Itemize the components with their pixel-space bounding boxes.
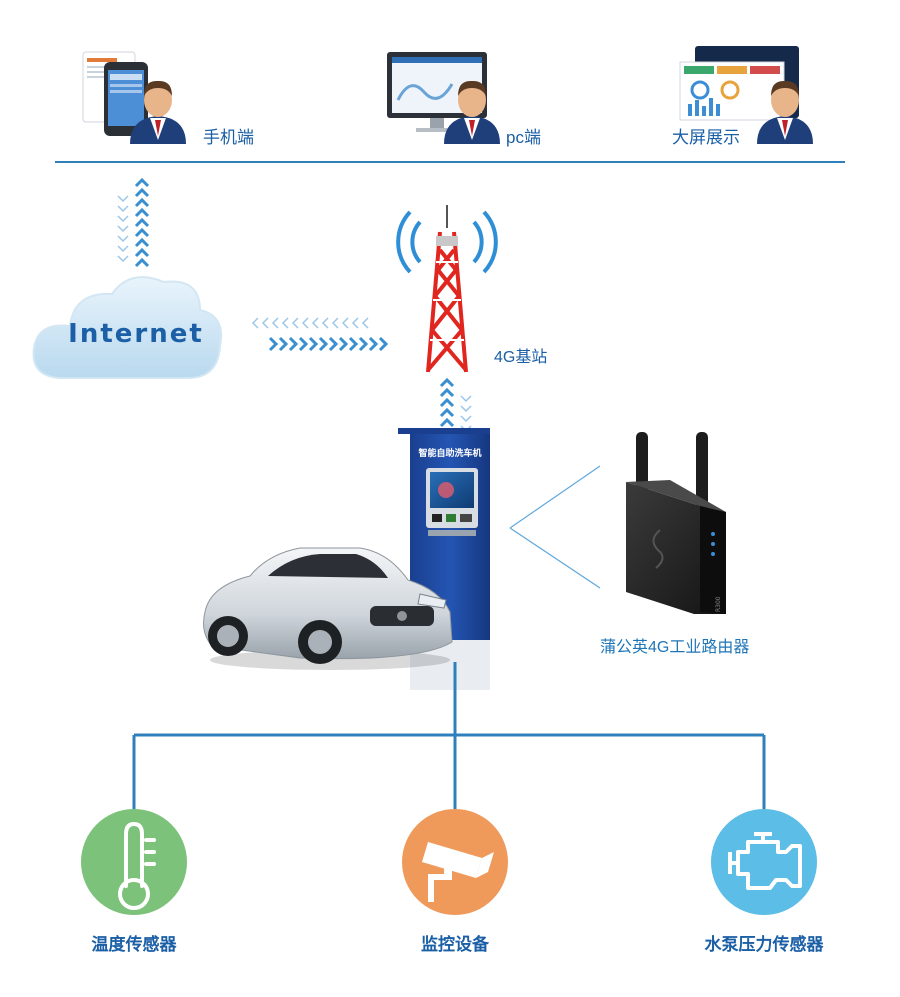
sensor-label-pump: 水泵压力传感器 xyxy=(705,934,825,955)
kiosk-sign: 智能自助洗车机 xyxy=(418,447,481,459)
engine-pump-icon xyxy=(728,832,802,890)
internet-label: Internet xyxy=(68,319,204,349)
thermometer-icon xyxy=(118,821,156,910)
security-camera-icon xyxy=(422,842,494,902)
router-link-lines xyxy=(509,465,601,589)
mobile-client xyxy=(82,51,186,144)
arrows-tower-to-cloud xyxy=(251,317,369,329)
client-label-bigscreen: 大屏展示 xyxy=(672,128,740,147)
uplink-arrows-cloud-to-clients xyxy=(117,177,150,268)
pump-circle xyxy=(711,809,817,915)
sensor-bus-lines xyxy=(132,662,766,810)
big-screen-client xyxy=(679,46,813,144)
sensor-label-temperature: 温度传感器 xyxy=(92,934,178,955)
arrows-cloud-to-tower xyxy=(268,336,389,352)
base-station-label: 4G基站 xyxy=(494,348,547,366)
router-icon xyxy=(626,432,726,614)
cell-tower-icon xyxy=(396,205,498,373)
pc-client xyxy=(387,52,500,144)
client-label-mobile: 手机端 xyxy=(203,128,254,147)
temperature-sensor-circle xyxy=(81,809,187,915)
router-model-label: R300 xyxy=(715,596,722,612)
client-label-pc: pc端 xyxy=(506,128,541,147)
uplink-arrows-kiosk-to-tower xyxy=(439,377,455,438)
internet-cloud-icon xyxy=(32,276,222,379)
car-icon xyxy=(203,547,453,670)
sensor-label-camera: 监控设备 xyxy=(421,934,490,955)
router-label: 蒲公英4G工业路由器 xyxy=(600,638,749,656)
antenna-icon xyxy=(696,432,708,518)
